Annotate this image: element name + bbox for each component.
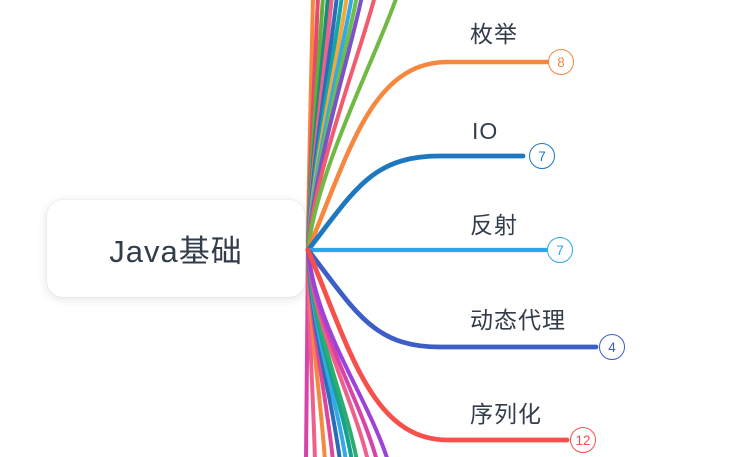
branch-label-io[interactable]: IO <box>472 118 499 144</box>
branch-count-badge-reflection[interactable]: 7 <box>547 237 573 263</box>
branch-count-badge-io[interactable]: 7 <box>529 143 555 169</box>
branch-label-dynamic-proxy[interactable]: 动态代理 <box>470 307 566 333</box>
branch-label-enum[interactable]: 枚举 <box>470 21 518 47</box>
branch-label-reflection[interactable]: 反射 <box>470 212 518 238</box>
branch-label-serialization[interactable]: 序列化 <box>470 401 542 427</box>
branch-count-badge-serialization[interactable]: 12 <box>570 427 596 453</box>
root-node-label: Java基础 <box>109 234 243 269</box>
root-node[interactable]: Java基础 <box>47 200 305 297</box>
branch-count-badge-dynamic-proxy[interactable]: 4 <box>599 334 625 360</box>
branch-count-badge-enum[interactable]: 8 <box>548 49 574 75</box>
